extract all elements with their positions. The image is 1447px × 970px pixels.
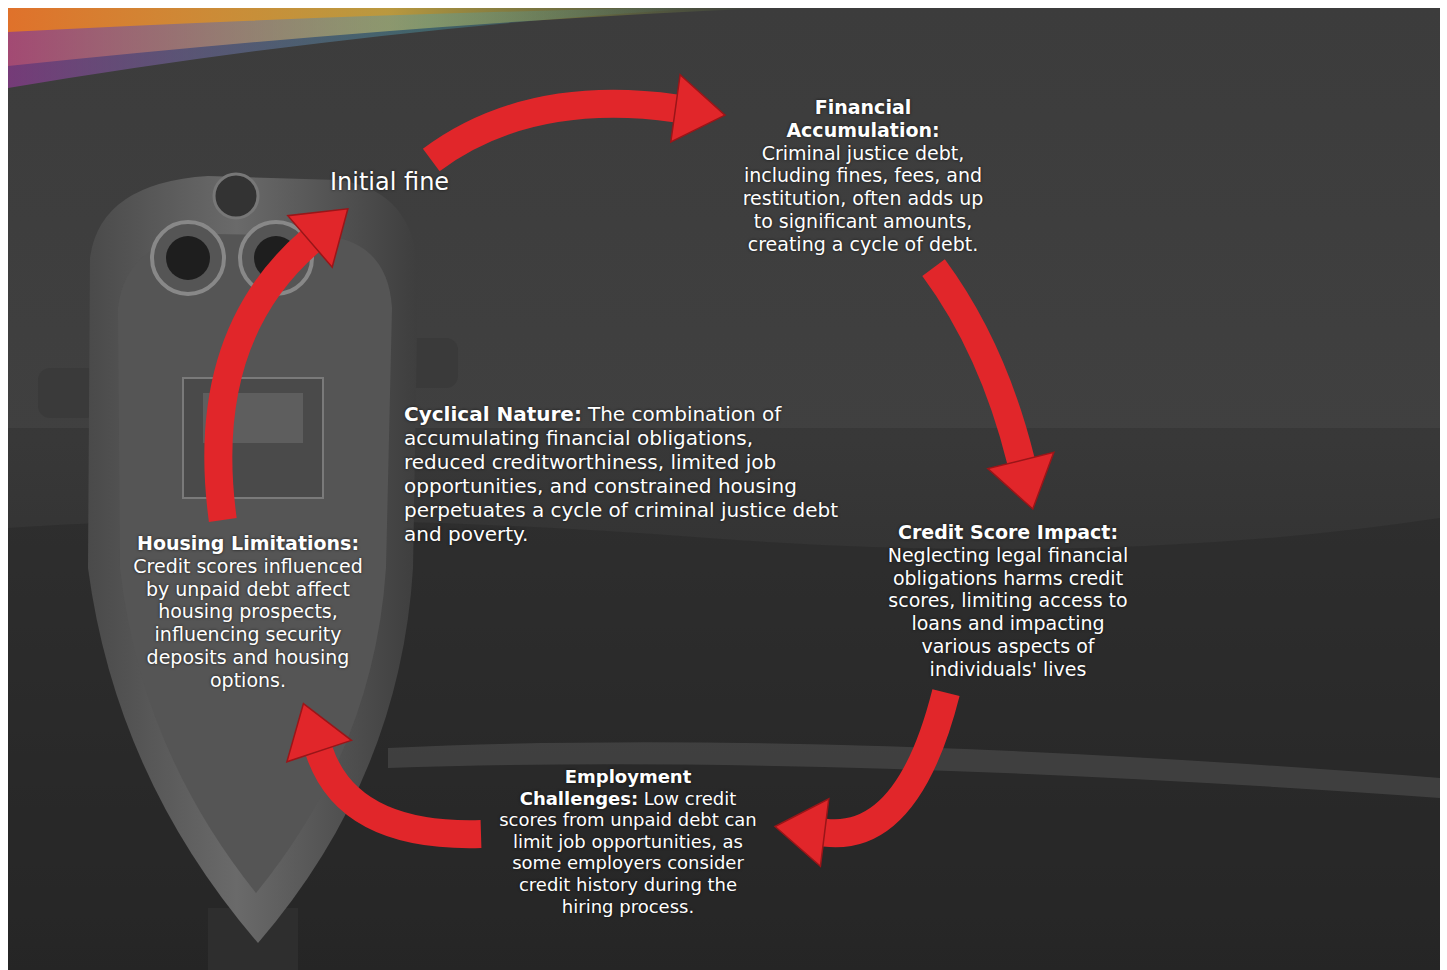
- arrow-head: [287, 704, 352, 762]
- step-heading: Credit Score Impact:: [884, 521, 1132, 544]
- slide-background: Initial fine Financial Accumulation:Crimi…: [8, 8, 1440, 970]
- cycle-arrow: [934, 268, 1054, 509]
- cycle-step: Financial Accumulation:Criminal justice …: [737, 96, 989, 256]
- arrow-shaft: [825, 693, 946, 834]
- step-heading: Financial Accumulation:: [737, 96, 989, 142]
- step-label: Initial fine: [330, 168, 449, 196]
- cycle-arrow: [431, 75, 725, 160]
- step-body: Neglecting legal financial obligations h…: [888, 544, 1129, 680]
- cycle-step: Employment Challenges:Low credit scores …: [495, 766, 761, 917]
- cycle-step: Credit Score Impact:Neglecting legal fin…: [884, 521, 1132, 681]
- arrow-head: [775, 799, 829, 866]
- step-body: Criminal justice debt, including fines, …: [743, 142, 984, 255]
- start-label: Initial fine: [330, 168, 449, 197]
- arrow-head: [671, 75, 725, 142]
- step-heading: Housing Limitations:: [122, 532, 374, 555]
- arrow-head: [988, 452, 1054, 509]
- arrow-shaft: [431, 104, 675, 160]
- arrow-shaft: [218, 241, 310, 520]
- arrow-shaft: [934, 268, 1021, 461]
- arrow-shaft: [319, 751, 481, 834]
- center-note: Cyclical Nature:The combination of accum…: [404, 402, 840, 546]
- cycle-arrow: [287, 704, 481, 835]
- cycle-arrow: [218, 209, 348, 520]
- arrow-head: [288, 209, 348, 267]
- cycle-step: Housing Limitations:Credit scores influe…: [122, 532, 374, 692]
- cycle-arrow: [775, 693, 946, 867]
- step-body: Credit scores influenced by unpaid debt …: [133, 555, 362, 691]
- step-heading: Cyclical Nature:: [404, 402, 582, 426]
